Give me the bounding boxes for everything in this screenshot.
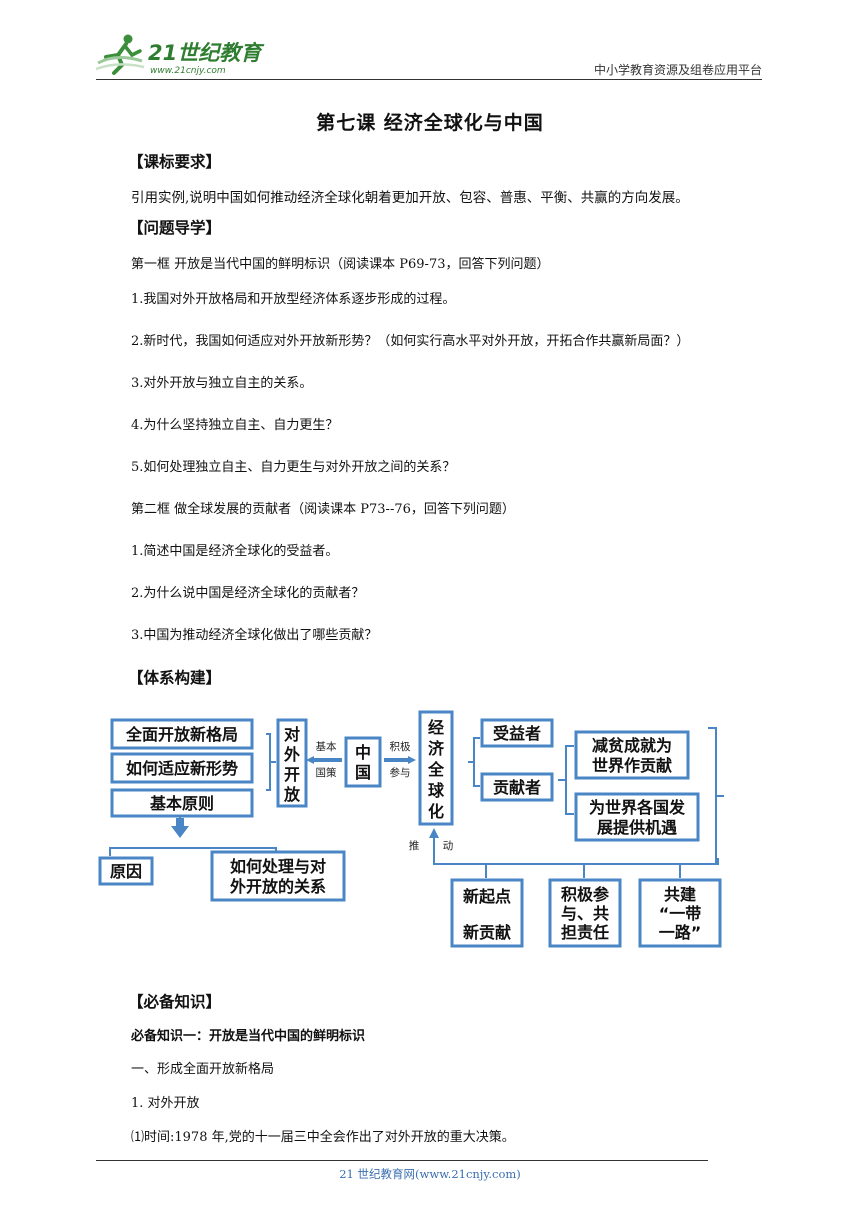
- runner-icon: [95, 34, 145, 75]
- box-jiyu: [574, 792, 700, 842]
- box-jiji: [548, 878, 622, 948]
- duiwai-char: 外: [283, 745, 300, 764]
- duiwai-char: 对: [284, 725, 300, 744]
- heading-kebiao: 【课标要求】: [128, 153, 222, 171]
- chuli-line: 如何处理与对: [230, 857, 326, 876]
- box-gongxian-label: 贡献者: [493, 778, 541, 797]
- jiji-line: 积极参: [561, 885, 610, 904]
- arrow-icons: [171, 756, 439, 838]
- label-canyu: 参与: [390, 766, 411, 779]
- concept-map: 全面开放新格局 如何适应新形势 基本原则 对 外 开 放 基本 国策 中 国 积…: [96, 698, 730, 954]
- box-jianpin: [574, 730, 690, 780]
- jianpin-line: 减贫成就为: [592, 736, 672, 755]
- bibei-line: 1. 对外开放: [131, 1096, 200, 1111]
- box-quanmian-label: 全面开放新格局: [125, 725, 238, 744]
- heading-tixi: 【体系构建】: [128, 669, 222, 687]
- connectors: [109, 727, 724, 878]
- logo-text: 21世纪教育: [148, 41, 265, 65]
- wenti-line: 2.为什么说中国是经济全球化的贡献者？: [131, 586, 365, 601]
- box-jiben: [110, 788, 254, 818]
- heading-wenti: 【问题导学】: [128, 219, 222, 237]
- label-tui: 推: [409, 839, 420, 852]
- label-guoce: 国策: [316, 766, 337, 779]
- label-jiji: 积极: [390, 740, 411, 753]
- arrow-down-icon: [171, 818, 189, 838]
- chuli-line: 外开放的关系: [229, 877, 326, 896]
- zhongguo-char: 国: [355, 763, 371, 782]
- jiyu-line: 展提供机遇: [597, 818, 677, 837]
- box-quanmian: [110, 718, 254, 750]
- box-chuli: [210, 850, 346, 902]
- jingji-char: 济: [428, 739, 445, 758]
- box-shouyi: [480, 718, 554, 748]
- wenti-line: 1.我国对外开放格局和开放型经济体系逐步形成的过程。: [131, 292, 456, 307]
- box-yidaiyilu: [638, 878, 722, 948]
- box-shouyi-label: 受益者: [493, 724, 541, 743]
- wenti-line: 3.中国为推动经济全球化做出了哪些贡献？: [131, 628, 378, 643]
- box-yuanyin-label: 原因: [110, 862, 142, 881]
- box-gongxian: [480, 772, 554, 802]
- box-zhongguo: [344, 736, 382, 788]
- box-ruhe: [110, 752, 254, 784]
- wenti-line: 3.对外开放与独立自主的关系。: [131, 376, 313, 391]
- platform-name: 中小学教育资源及组卷应用平台: [593, 63, 762, 77]
- yidaiyilu-line: 共建: [664, 885, 696, 904]
- wenti-line: 第二框 做全球发展的贡献者（阅读课本 P73--76，回答下列问题）: [131, 502, 515, 517]
- header-divider: [96, 79, 762, 80]
- duiwai-char: 开: [284, 765, 300, 784]
- wenti-line: 第一框 开放是当代中国的鲜明标识（阅读课本 P69-73，回答下列问题）: [131, 257, 550, 272]
- jianpin-line: 世界作贡献: [592, 756, 672, 775]
- zhongguo-char: 中: [355, 743, 371, 762]
- arrow-right-icon: [384, 756, 416, 764]
- wenti-line: 2.新时代，我国如何适应对外开放新形势？（如何实行高水平对外开放，开拓合作共赢新…: [131, 334, 690, 349]
- box-xinqidian: [450, 878, 524, 948]
- jingji-char: 化: [428, 802, 444, 821]
- wenti-line: 4.为什么坚持独立自主、自力更生？: [131, 418, 339, 433]
- document-title: 第七课 经济全球化与中国: [316, 112, 544, 134]
- xinqidian-line: 新贡献: [463, 923, 511, 942]
- wenti-line: 1.简述中国是经济全球化的受益者。: [131, 544, 339, 559]
- jiji-line: 与、共: [561, 904, 609, 923]
- arrow-left-icon: [306, 756, 342, 764]
- jingji-char: 全: [427, 760, 445, 779]
- heading-bibei: 【必备知识】: [128, 993, 222, 1011]
- label-jiben: 基本: [316, 740, 337, 753]
- box-jingji: [418, 710, 454, 826]
- box-duiwai: [276, 718, 308, 808]
- box-yuanyin: [98, 856, 154, 886]
- jingji-char: 经: [428, 718, 444, 737]
- logo-url: www.21cnjy.com: [150, 66, 226, 76]
- yidaiyilu-line: “一带: [659, 904, 702, 923]
- box-ruhe-label: 如何适应新形势: [126, 759, 238, 778]
- bibei-subheading: 必备知识一：开放是当代中国的鲜明标识: [131, 1029, 366, 1044]
- duiwai-char: 放: [283, 785, 301, 804]
- yidaiyilu-line: 一路”: [659, 923, 702, 942]
- footer-link[interactable]: 21 世纪教育网(www.21cnjy.com): [339, 1167, 521, 1181]
- kebiao-text: 引用实例,说明中国如何推动经济全球化朝着更加开放、包容、普惠、平衡、共赢的方向发…: [131, 190, 689, 206]
- wenti-line: 5.如何处理独立自主、自力更生与对外开放之间的关系？: [131, 460, 456, 475]
- box-jiben-label: 基本原则: [149, 794, 214, 813]
- footer-divider: [96, 1160, 708, 1161]
- jiyu-line: 为世界各国发: [589, 798, 686, 817]
- jingji-char: 球: [428, 781, 445, 800]
- site-logo: 21世纪教育 www.21cnjy.com: [95, 33, 266, 77]
- bibei-line: ⑴时间:1978 年,党的十一届三中全会作出了对外开放的重大决策。: [131, 1130, 515, 1145]
- jiji-line: 担责任: [561, 923, 609, 942]
- xinqidian-line: 新起点: [463, 887, 511, 906]
- bibei-line: 一、形成全面开放新格局: [131, 1062, 275, 1077]
- arrow-up-icon: [429, 828, 439, 838]
- label-dong: 动: [443, 840, 454, 852]
